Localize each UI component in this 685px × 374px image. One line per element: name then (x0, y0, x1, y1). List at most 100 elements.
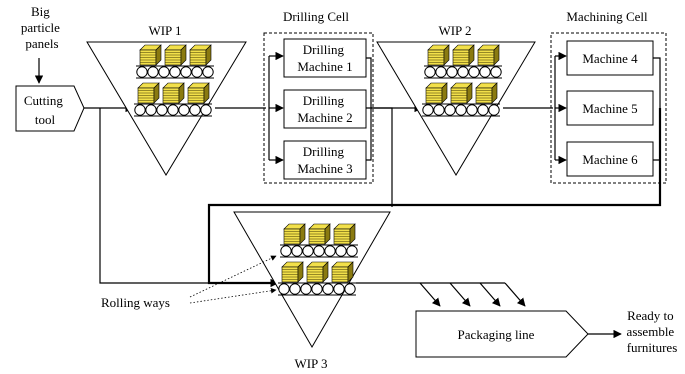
roller (324, 245, 336, 257)
wip2-conveyors (422, 44, 502, 117)
panel-stack (477, 44, 500, 66)
panel-stack (425, 82, 448, 104)
panel-stack (452, 44, 475, 66)
roller (289, 283, 301, 295)
machine-5-label: Machine 5 (582, 101, 637, 116)
roller (156, 104, 168, 116)
roller (455, 104, 467, 116)
roller (435, 66, 447, 78)
packaging-line-label: Packaging line (458, 327, 535, 342)
roller (490, 66, 502, 78)
conveyor-upper (136, 44, 214, 79)
drilling-cell-label: Drilling Cell (283, 9, 349, 24)
packaging-arrow-1 (419, 282, 441, 307)
roller (433, 104, 445, 116)
drilling-machine-1 (283, 38, 367, 78)
roller (346, 245, 358, 257)
roller (488, 104, 500, 116)
wip3-label: WIP 3 (294, 356, 327, 371)
roller (145, 104, 157, 116)
rolling-ways-pointer-1 (189, 255, 277, 298)
roller (189, 104, 201, 116)
roller (134, 104, 146, 116)
drilling-machine-1-label: Drilling Machine 1 (297, 42, 352, 74)
roller (167, 104, 179, 116)
roller (202, 66, 214, 78)
rolling-ways-label: Rolling ways (101, 295, 170, 310)
roller (191, 66, 203, 78)
packaging-arrow-3 (479, 282, 501, 307)
roller (291, 245, 303, 257)
flow-drill-wip3 (371, 107, 393, 207)
roller (322, 283, 334, 295)
panel-stack (139, 44, 162, 66)
panel-stack (162, 82, 185, 104)
input-label: Big particle panels (21, 4, 63, 51)
output-label: Ready to assemble furnitures (627, 308, 678, 355)
panel-stack (189, 44, 212, 66)
roller (311, 283, 323, 295)
roller (300, 283, 312, 295)
roller (200, 104, 212, 116)
panel-stack (333, 223, 356, 245)
panel-stack (187, 82, 210, 104)
roller (147, 66, 159, 78)
flow-mach-return (207, 108, 662, 285)
panel-stack (450, 82, 473, 104)
roller (178, 104, 190, 116)
roller (169, 66, 181, 78)
drill-collector (366, 57, 372, 161)
roller (333, 283, 345, 295)
roller (136, 66, 148, 78)
machine-6-label: Machine 6 (582, 152, 638, 167)
roller (335, 245, 347, 257)
cutting-tool-shape (15, 85, 85, 132)
wip2-label: WIP 2 (438, 23, 471, 38)
wip3-conveyors (278, 223, 358, 296)
panel-stack (308, 223, 331, 245)
packaging-arrow-4 (504, 282, 526, 307)
wip1-label: WIP 1 (148, 23, 181, 38)
wip1-conveyors (134, 44, 214, 117)
cutting-tool-label: Cutting tool (24, 93, 66, 127)
drilling-machine-2 (283, 89, 367, 129)
machining-cell-boundary (550, 32, 667, 184)
drilling-cell-boundary (263, 32, 374, 184)
conveyor-upper (424, 44, 502, 79)
roller (313, 245, 325, 257)
drilling-machine-3 (283, 140, 367, 180)
machine-4-label: Machine 4 (582, 51, 638, 66)
panel-stack (427, 44, 450, 66)
conveyor-upper (280, 223, 358, 258)
roller (422, 104, 434, 116)
machining-cell-label: Machining Cell (566, 9, 648, 24)
drilling-machine-3-label: Drilling Machine 3 (297, 144, 352, 176)
roller (446, 66, 458, 78)
roller (344, 283, 356, 295)
roller (457, 66, 469, 78)
conveyor-lower (422, 82, 500, 117)
rolling-ways-pointer-2 (189, 287, 277, 304)
panel-stack (475, 82, 498, 104)
packaging-arrow-2 (449, 282, 471, 307)
roller (302, 245, 314, 257)
roller (477, 104, 489, 116)
roller (180, 66, 192, 78)
conveyor-lower (134, 82, 212, 117)
panel-stack (283, 223, 306, 245)
roller (479, 66, 491, 78)
drilling-machine-2-label: Drilling Machine 2 (297, 93, 352, 125)
machine-5 (566, 90, 654, 126)
roller (466, 104, 478, 116)
machine-6 (566, 141, 654, 177)
machine-4 (566, 40, 654, 76)
roller (444, 104, 456, 116)
panel-stack (306, 261, 329, 283)
panel-stack (137, 82, 160, 104)
conveyor-lower (278, 261, 356, 296)
panel-stack (164, 44, 187, 66)
packaging-line-shape (415, 310, 589, 358)
panel-stack (331, 261, 354, 283)
roller (278, 283, 290, 295)
